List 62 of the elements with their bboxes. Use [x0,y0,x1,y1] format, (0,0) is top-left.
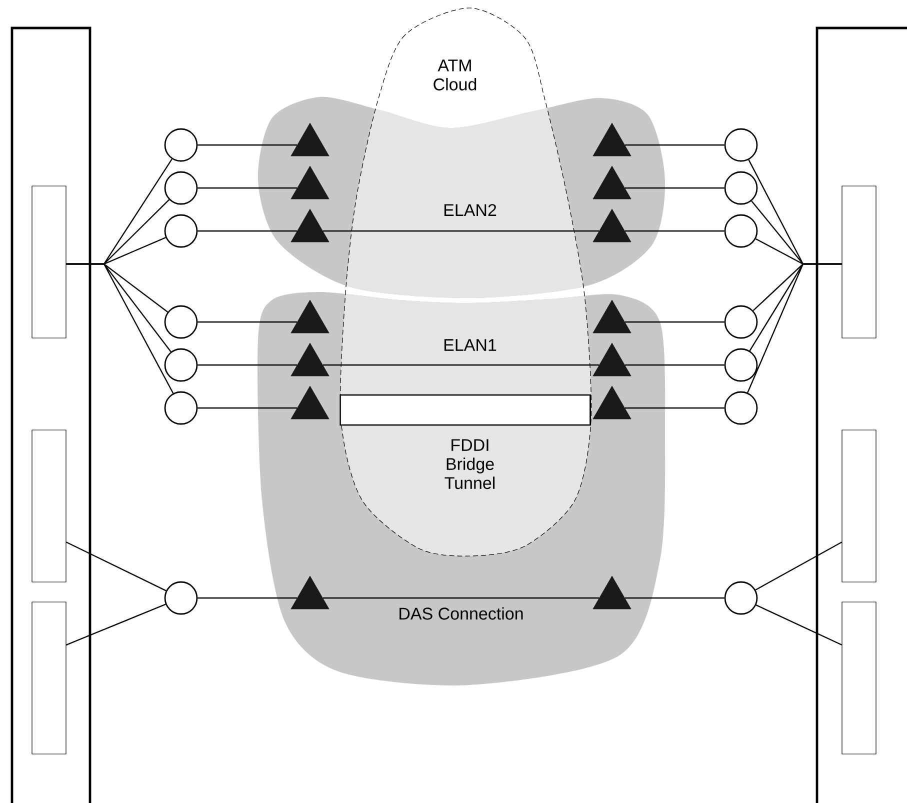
port-circle [724,214,758,248]
connector-line [66,263,174,394]
port-circle [724,348,758,382]
port-circle [164,305,198,339]
port-circle [164,171,198,205]
triangle-symbol [592,208,632,242]
triangle-symbol [592,166,632,200]
triangle-symbol [592,342,632,376]
connector-line [198,364,298,366]
cloud-label: ATM Cloud [434,60,476,90]
connector-line [624,321,724,323]
tunnel-caption: FDDI Bridge Tunnel [444,439,495,490]
card-slot [842,602,876,754]
connector-line [747,263,842,393]
tunnel-cylinder [340,394,591,426]
port-circle [724,171,758,205]
port-circle [164,391,198,425]
connector-line [198,144,298,146]
connector-line [198,187,298,189]
card-slot [842,186,876,338]
connector-line [198,230,298,232]
connector-line [66,604,166,646]
port-circle [164,128,198,162]
triangle-symbol [290,342,330,376]
port-circle [724,305,758,339]
connector-line [624,364,724,366]
connector-line [322,364,600,366]
triangle-symbol [290,300,330,334]
triangle-symbol [592,300,632,334]
card-slot [32,430,66,582]
card-slot [32,602,66,754]
triangle-symbol [592,576,632,610]
network-region: ELAN2 [258,96,666,298]
edge-label: DAS Connection [400,607,523,620]
card-slot [32,186,66,338]
connector-line [624,230,724,232]
triangle-symbol [290,166,330,200]
connector-line [624,407,724,409]
triangle-symbol [592,122,632,156]
connector-line [322,597,600,599]
connector-line [322,230,600,232]
triangle-symbol [592,386,632,420]
port-circle [724,391,758,425]
triangle-symbol [290,122,330,156]
connector-line [755,541,842,590]
connector-line [756,604,842,646]
triangle-symbol [290,208,330,242]
port-circle [164,348,198,382]
connector-line [198,597,298,599]
connector-line [198,407,298,409]
port-circle [724,581,758,615]
port-circle [724,128,758,162]
connector-line [198,321,298,323]
connector-line [624,187,724,189]
connector-line [624,144,724,146]
triangle-symbol [290,386,330,420]
port-circle [164,581,198,615]
connector-line [624,597,724,599]
card-slot [842,430,876,582]
port-circle [164,214,198,248]
connector-line [66,541,166,592]
triangle-symbol [290,576,330,610]
